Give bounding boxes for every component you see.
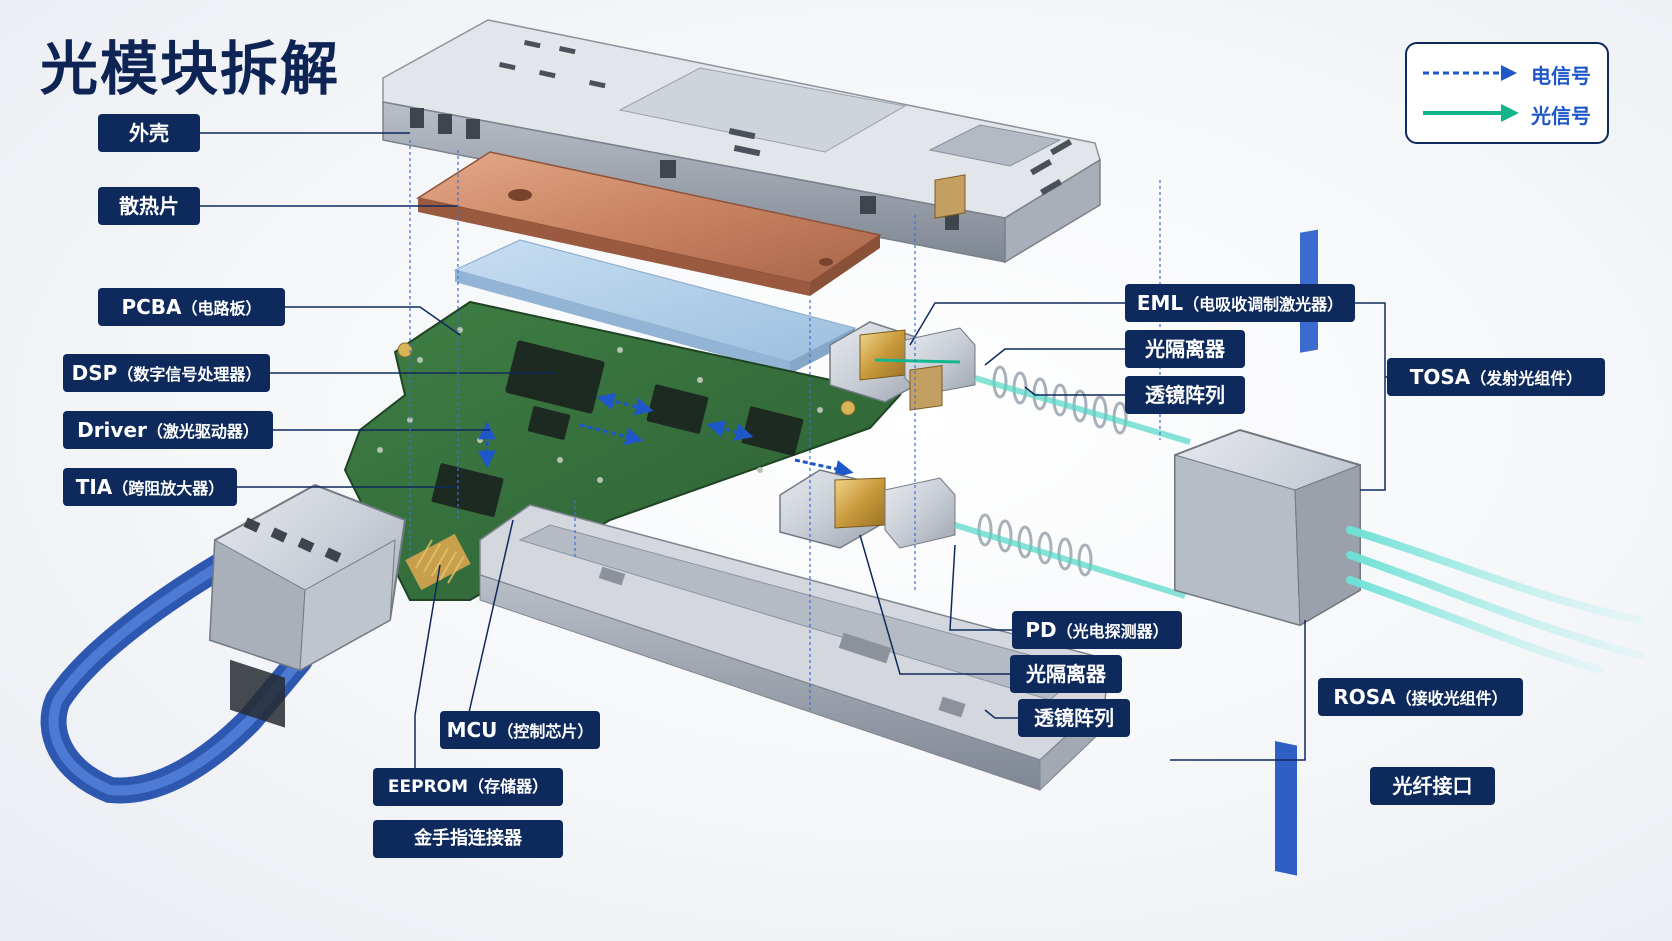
label-isolator-top-text: 光隔离器	[1145, 337, 1225, 361]
label-pcba-sub: （电路板）	[181, 299, 262, 318]
label-eeprom-main: EEPROM	[387, 777, 469, 797]
label-mcu-sub: （控制芯片）	[497, 722, 594, 741]
label-shell-text: 外壳	[129, 121, 169, 145]
electrical-signal-arrows	[478, 392, 854, 478]
label-gold-finger-text: 金手指连接器	[414, 828, 522, 849]
bottom-shell	[479, 504, 1111, 792]
tosa-lens-array	[992, 365, 1128, 435]
label-lens-bottom-text: 透镜阵列	[1034, 706, 1114, 730]
label-driver-main: Driver	[77, 418, 147, 442]
label-isolator-bottom-text: 光隔离器	[1026, 662, 1106, 686]
copper-heatsink	[416, 151, 882, 296]
label-eml: EML（电吸收调制激光器）	[1125, 284, 1355, 322]
label-heatsink-text: 散热片	[119, 194, 179, 218]
dashed-arrow-icon	[1423, 65, 1517, 81]
label-driver-sub: （激光驱动器）	[146, 422, 259, 441]
label-eeprom-sub: （存储器）	[468, 777, 549, 796]
label-tosa-main: TOSA	[1409, 365, 1471, 389]
label-tosa-sub: （发射光组件）	[1470, 369, 1583, 388]
legend: 电信号 光信号	[1405, 42, 1609, 144]
legend-electrical: 电信号	[1421, 58, 1601, 88]
solid-arrow-icon	[1423, 104, 1519, 122]
label-eml-main: EML	[1136, 291, 1184, 315]
label-mcu-main: MCU	[446, 718, 498, 742]
legend-optical-label: 光信号	[1531, 104, 1591, 128]
tosa-assembly	[829, 174, 976, 403]
legend-electrical-label: 电信号	[1531, 64, 1591, 88]
label-rosa-sub: （接收光组件）	[1395, 689, 1508, 708]
label-isolator-bottom: 光隔离器	[1010, 655, 1122, 693]
page-title: 光模块拆解	[40, 35, 341, 103]
small-chip	[527, 406, 571, 440]
label-pd-sub: （光电探测器）	[1056, 622, 1169, 641]
label-tia-main: TIA	[75, 475, 113, 499]
driver-chip-1	[646, 384, 709, 434]
driver-chip-2	[741, 406, 804, 456]
rosa-assembly	[779, 365, 956, 549]
label-pcba: PCBA（电路板）	[98, 288, 285, 326]
label-driver: Driver（激光驱动器）	[63, 411, 273, 449]
label-pd-main: PD	[1025, 618, 1057, 642]
label-heatsink: 散热片	[98, 187, 200, 225]
label-gold-finger: 金手指连接器	[373, 820, 563, 858]
label-dsp-main: DSP	[71, 361, 118, 385]
leader-lines	[200, 132, 1387, 787]
label-lens-bottom: 透镜阵列	[1018, 699, 1130, 737]
label-tia-sub: （跨阻放大器）	[112, 479, 225, 498]
label-eeprom: EEPROM（存储器）	[373, 768, 563, 806]
top-shell	[382, 19, 1101, 264]
label-lens-top-text: 透镜阵列	[1145, 383, 1225, 407]
pull-tab-handle	[40, 547, 313, 804]
tia-chip	[431, 463, 504, 517]
label-tosa: TOSA（发射光组件）	[1387, 358, 1605, 396]
label-rosa: ROSA（接收光组件）	[1318, 678, 1523, 716]
label-fiber-port-text: 光纤接口	[1392, 774, 1473, 798]
gold-finger-pads	[405, 533, 471, 591]
label-rosa-main: ROSA	[1333, 685, 1396, 709]
label-isolator-top: 光隔离器	[1125, 330, 1245, 368]
optical-fibers	[1346, 526, 1644, 674]
fiber-connector	[1174, 229, 1361, 876]
legend-optical: 光信号	[1421, 98, 1601, 128]
label-dsp-sub: （数字信号处理器）	[117, 365, 262, 384]
label-dsp: DSP（数字信号处理器）	[63, 354, 270, 392]
thermal-pad	[453, 239, 857, 374]
label-eml-sub: （电吸收调制激光器）	[1183, 295, 1344, 314]
label-mcu: MCU（控制芯片）	[440, 711, 600, 749]
label-shell: 外壳	[98, 114, 200, 152]
label-pd: PD（光电探测器）	[1012, 611, 1182, 649]
label-tia: TIA（跨阻放大器）	[63, 468, 237, 506]
front-cage	[208, 483, 407, 728]
pcba-board	[343, 300, 902, 601]
rosa-lens-array	[977, 513, 1093, 577]
dsp-chip	[505, 340, 605, 414]
label-pcba-main: PCBA	[121, 295, 182, 319]
label-lens-top: 透镜阵列	[1125, 376, 1245, 414]
label-fiber-port: 光纤接口	[1370, 767, 1495, 805]
